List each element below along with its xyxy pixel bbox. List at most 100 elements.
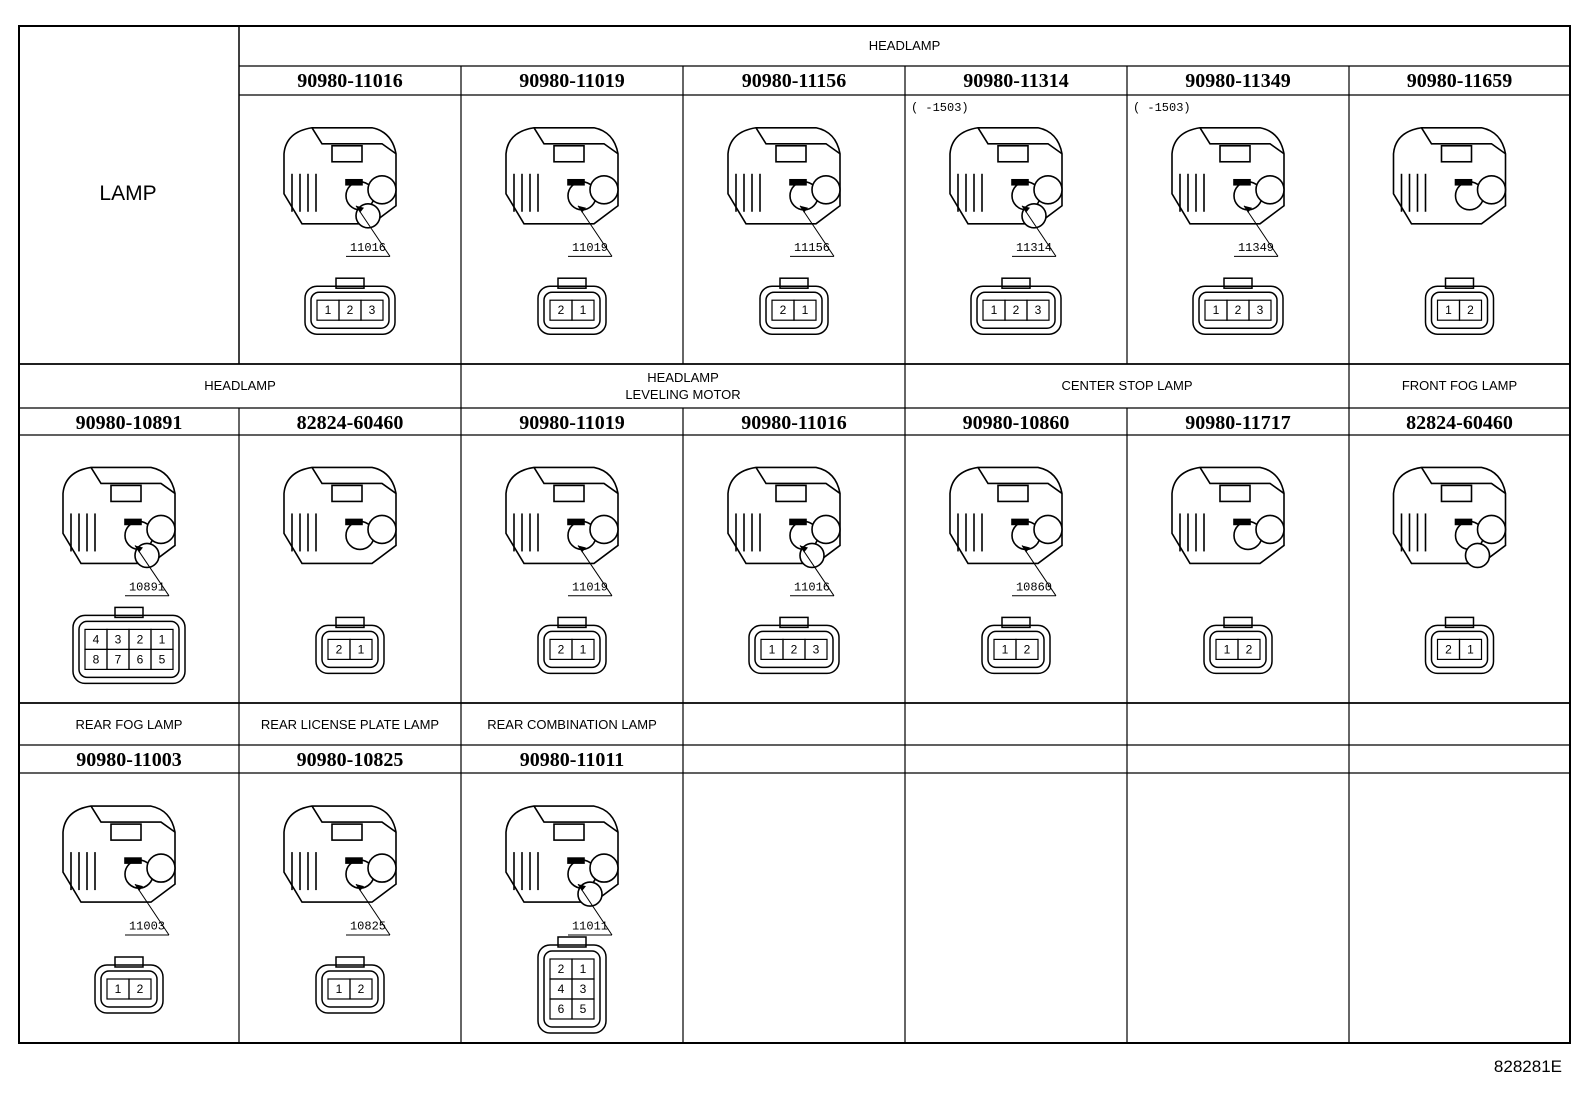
part-number: 90980-11717	[1185, 412, 1291, 434]
connector-housing-icon	[283, 805, 397, 903]
pin-number: 2	[358, 982, 365, 996]
pin-cell	[360, 299, 384, 321]
pin-cell	[1237, 638, 1261, 661]
row-label: LAMP	[99, 182, 156, 205]
callout-label: 11003	[129, 920, 165, 934]
pin-number: 2	[1467, 303, 1474, 317]
connector-housing-icon	[1171, 126, 1285, 225]
pin-number: 5	[580, 1002, 587, 1016]
pin-number: 7	[115, 652, 122, 666]
pin-cell	[150, 648, 174, 671]
pin-number: 1	[325, 303, 332, 317]
pin-number: 2	[791, 642, 798, 656]
part-number: 90980-11016	[741, 412, 847, 434]
part-number: 90980-10860	[963, 412, 1070, 434]
connector-housing-icon	[949, 466, 1063, 565]
callout-label: 11016	[794, 580, 830, 594]
pin-number: 1	[1002, 642, 1009, 656]
connector-housing-icon	[283, 126, 397, 229]
pin-number: 1	[1224, 642, 1231, 656]
pin-cell	[349, 978, 373, 1000]
section-label-r1-centerstop: CENTER STOP LAMP	[1062, 378, 1193, 393]
part-number: 90980-11011	[520, 749, 624, 771]
pin-number: 1	[159, 632, 166, 646]
pin-number: 2	[1246, 642, 1253, 656]
callout-arrow-icon	[578, 545, 586, 553]
connector-housing-icon	[727, 126, 841, 225]
pin-number: 1	[580, 642, 587, 656]
pin-number: 2	[558, 642, 565, 656]
section-label-r0-headlamp: HEADLAMP	[869, 38, 941, 53]
part-number: 90980-11659	[1407, 70, 1513, 92]
callout-label: 11019	[572, 241, 608, 255]
connector-housing-icon	[62, 805, 176, 903]
callout-leader	[1021, 545, 1057, 597]
pin-cell	[1248, 299, 1272, 321]
pin-number: 1	[991, 303, 998, 317]
pin-cell	[1015, 638, 1039, 661]
section-label-r1-headlamp: HEADLAMP	[204, 378, 276, 393]
pin-number: 1	[1467, 642, 1474, 656]
callout-arrow-icon	[578, 884, 586, 892]
callout-label: 10891	[129, 580, 165, 594]
pin-number: 2	[137, 632, 144, 646]
callout-arrow-icon	[356, 884, 364, 892]
figure-id: 828281E	[1493, 1057, 1562, 1076]
part-number: 82824-60460	[1406, 412, 1513, 434]
callout-label: 10825	[350, 920, 386, 934]
pin-number: 2	[1013, 303, 1020, 317]
pin-number: 6	[558, 1002, 565, 1016]
connector-housing-icon	[505, 466, 619, 565]
pin-number: 2	[1445, 642, 1452, 656]
callout-arrow-icon	[135, 545, 143, 553]
callout-leader	[134, 883, 170, 936]
pin-number: 1	[115, 982, 122, 996]
callout-arrow-icon	[800, 545, 808, 553]
section-label-r2-rearfog: REAR FOG LAMP	[76, 717, 183, 732]
part-number: 90980-11156	[742, 70, 846, 92]
pin-cell	[1458, 638, 1483, 661]
callout-label: 11016	[350, 241, 386, 255]
connector-housing-icon	[1392, 126, 1507, 225]
pin-number: 2	[336, 642, 343, 656]
pin-number: 3	[813, 642, 820, 656]
callout-leader	[134, 545, 170, 597]
callout-arrow-icon	[578, 205, 586, 213]
section-label-r2-rearcomb: REAR COMBINATION LAMP	[487, 717, 657, 732]
pin-number: 1	[1445, 303, 1452, 317]
callout-leader	[355, 883, 391, 936]
pin-number: 2	[558, 962, 565, 976]
callout-leader	[799, 545, 835, 597]
connector-housing-icon	[727, 466, 841, 569]
pin-cell	[128, 978, 152, 1000]
pin-number: 1	[336, 982, 343, 996]
part-number: 90980-10891	[76, 412, 183, 434]
pin-cell	[571, 299, 595, 321]
callout-label: 11011	[572, 920, 608, 934]
connector-housing-icon	[949, 126, 1063, 229]
callout-leader	[1021, 205, 1057, 257]
part-note: ( -1503)	[911, 101, 969, 115]
part-number: 82824-60460	[297, 412, 404, 434]
pin-number: 2	[1235, 303, 1242, 317]
pin-number: 1	[580, 962, 587, 976]
part-number: 90980-11349	[1185, 70, 1291, 92]
connector-cell: 90980-11717 1 2	[1171, 412, 1291, 675]
callout-leader	[577, 205, 613, 257]
